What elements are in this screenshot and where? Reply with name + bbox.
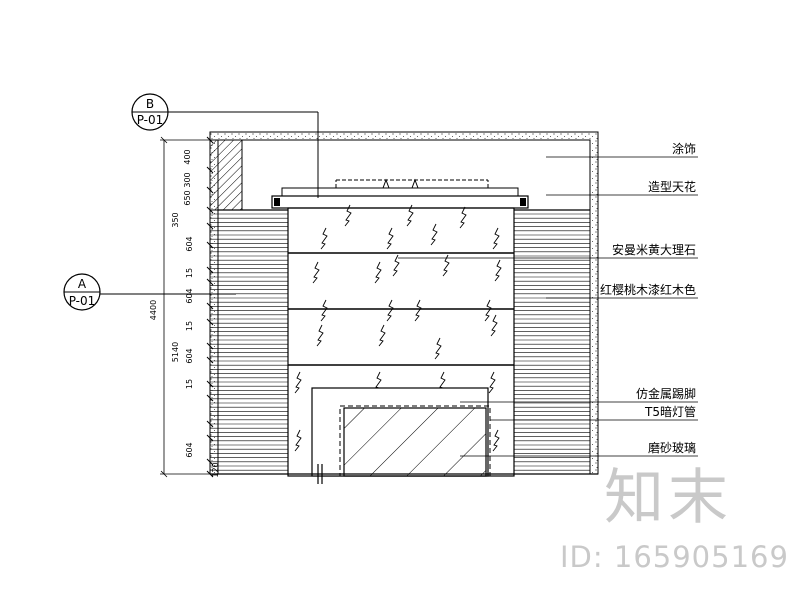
dim-upper: 650 bbox=[183, 190, 192, 205]
dimension-chain bbox=[160, 136, 214, 478]
dim-upper: 350 bbox=[171, 212, 180, 227]
column-hatch bbox=[209, 139, 243, 211]
dim-middle: 604 bbox=[185, 348, 194, 363]
glass-doorway bbox=[311, 387, 491, 477]
dim-middle: 15 bbox=[185, 321, 194, 331]
dim-middle-total: 5140 bbox=[171, 342, 180, 362]
left-wood-panel bbox=[209, 209, 289, 475]
callout-a-letter: A bbox=[78, 277, 87, 291]
leader-lines bbox=[398, 156, 698, 457]
callout-b-letter: B bbox=[146, 97, 154, 111]
dim-upper: 300 bbox=[183, 172, 192, 187]
ceiling-molding bbox=[271, 178, 529, 209]
material-label: 仿金属踢脚 bbox=[636, 386, 696, 401]
dim-middle: 15 bbox=[185, 379, 194, 389]
section-callout-a: A P-01 bbox=[63, 273, 236, 311]
material-label: 涂饰 bbox=[672, 141, 696, 156]
dim-bottom: 120 bbox=[211, 462, 220, 477]
material-label: 红樱桃木漆红木色 bbox=[600, 282, 696, 297]
dim-upper: 400 bbox=[183, 149, 192, 164]
dim-middle: 604 bbox=[185, 236, 194, 251]
watermark-id: ID: 165905169 bbox=[560, 540, 789, 574]
callout-a-ref: P-01 bbox=[69, 294, 96, 308]
dim-middle: 604 bbox=[185, 288, 194, 303]
dim-middle: 604 bbox=[185, 442, 194, 457]
callout-b-ref: P-01 bbox=[137, 113, 164, 127]
dim-middle: 15 bbox=[185, 268, 194, 278]
material-label: 磨砂玻璃 bbox=[648, 441, 696, 455]
dim-total: 4400 bbox=[149, 300, 158, 320]
section-callout-b: B P-01 bbox=[131, 93, 319, 198]
watermark-logo: 知末 bbox=[604, 463, 732, 533]
material-label: 安曼米黄大理石 bbox=[612, 242, 696, 257]
material-label: 造型天花 bbox=[648, 179, 696, 194]
material-label: T5暗灯管 bbox=[644, 404, 696, 419]
